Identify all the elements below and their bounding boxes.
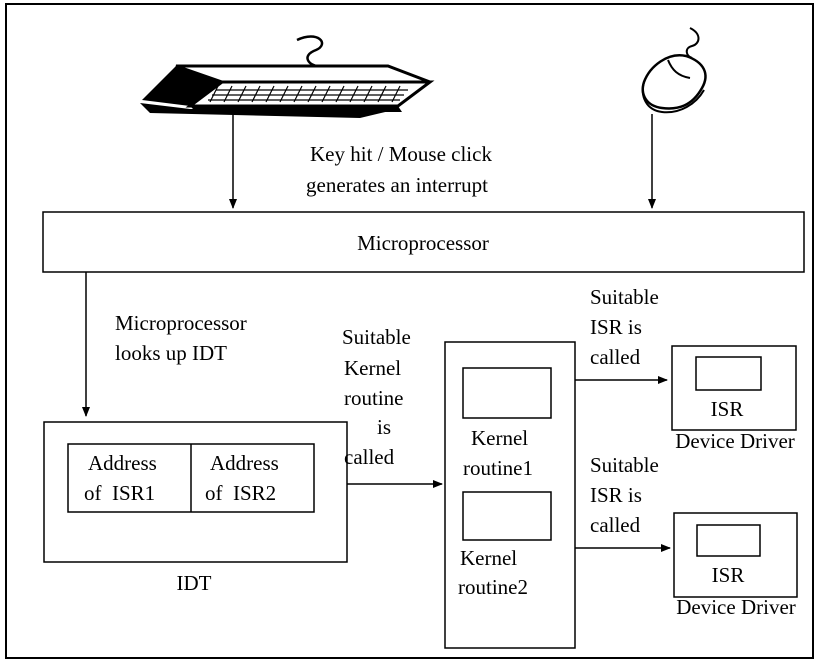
- kernel-caption-line2: Kernel: [344, 356, 401, 380]
- kernel-caption-line1: Suitable: [342, 325, 411, 349]
- kernel-box: Kernel routine1 Kernel routine2: [444, 341, 576, 649]
- device-driver-2: ISR: [673, 512, 798, 598]
- isr-1-label: ISR: [711, 397, 744, 421]
- isr-1-box: [695, 356, 762, 391]
- kernel-routine1-line1: Kernel: [471, 426, 528, 450]
- isr-called-top-line1: Suitable: [590, 285, 659, 309]
- kernel-routine1-line2: routine1: [463, 456, 533, 480]
- idt-cell-1-line1: Address: [88, 451, 157, 475]
- interrupt-caption-line1: Key hit / Mouse click: [310, 142, 492, 166]
- device-driver-2-label: Device Driver: [676, 595, 796, 619]
- interrupt-caption-line2: generates an interrupt: [306, 173, 488, 197]
- isr-2-label: ISR: [712, 563, 745, 587]
- kernel-routine2-line2: routine2: [458, 575, 528, 599]
- isr-called-top-line2: ISR is: [590, 315, 642, 339]
- idt-box: Address of ISR1 Address of ISR2: [43, 421, 348, 563]
- isr-called-bottom-line2: ISR is: [590, 483, 642, 507]
- kernel-routine1-box: [462, 367, 552, 419]
- idt-cell-1-line2: of ISR1: [84, 481, 155, 505]
- kernel-caption-line4: is: [377, 415, 391, 439]
- mouse-icon: [641, 27, 707, 114]
- idt-cell-2-line1: Address: [210, 451, 279, 475]
- kernel-caption-line3: routine: [344, 386, 403, 410]
- isr-2-box: [696, 524, 761, 557]
- lookup-caption-line2: looks up IDT: [115, 341, 227, 365]
- keyboard-icon: [140, 35, 435, 118]
- microprocessor-label: Microprocessor: [357, 231, 489, 255]
- diagram-frame: [5, 3, 814, 659]
- microprocessor-box: Microprocessor: [42, 211, 805, 273]
- device-driver-1-label: Device Driver: [675, 429, 795, 453]
- isr-called-top-line3: called: [590, 345, 641, 369]
- isr-called-bottom-line3: called: [590, 513, 641, 537]
- kernel-caption-line5: called: [344, 445, 395, 469]
- idt-cell-2-line2: of ISR2: [205, 481, 276, 505]
- kernel-routine2-line1: Kernel: [460, 546, 517, 570]
- isr-called-bottom-line1: Suitable: [590, 453, 659, 477]
- kernel-routine2-box: [462, 491, 552, 541]
- device-driver-1: ISR: [671, 345, 797, 431]
- idt-label: IDT: [177, 571, 212, 595]
- lookup-caption-line1: Microprocessor: [115, 311, 247, 335]
